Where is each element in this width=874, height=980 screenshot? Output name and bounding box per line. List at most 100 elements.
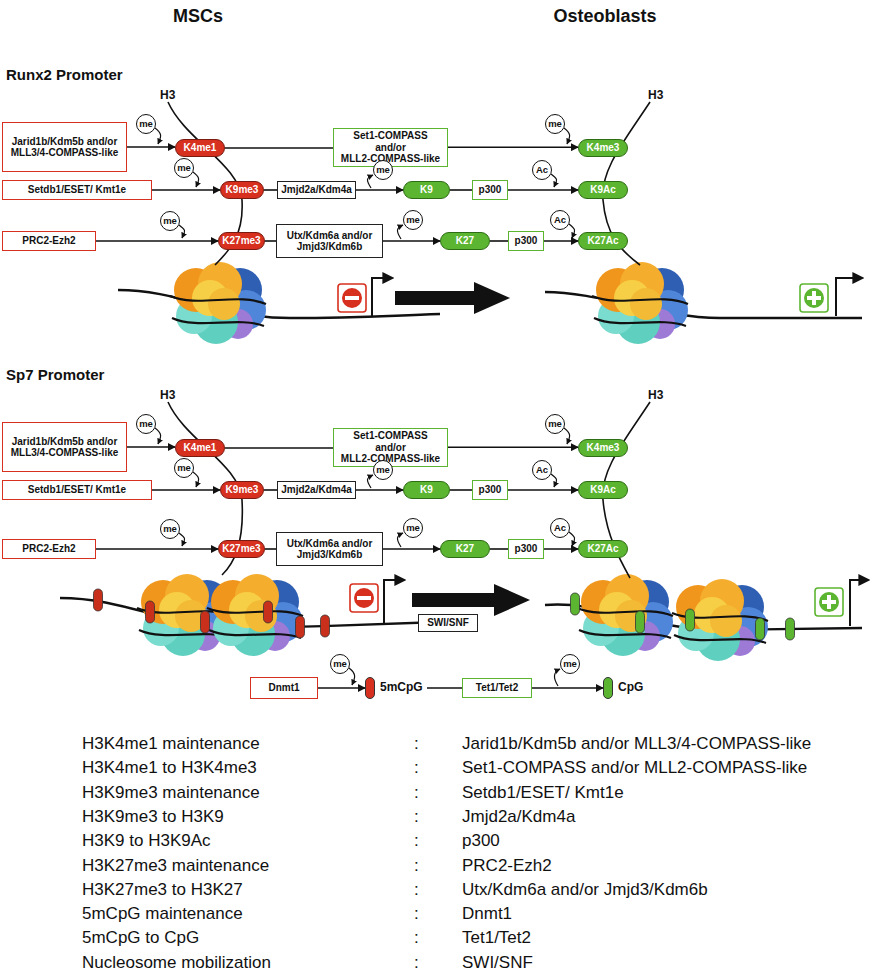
modification-curl [367,175,373,188]
histone-mark: K9me3 [220,181,264,199]
histone-core [615,600,647,632]
histone-mark: K4me3 [578,139,628,157]
modification-curl [155,128,161,144]
modification-circle: Ac [532,460,552,480]
legend-term: H3K9me3 maintenance [82,783,260,803]
node-text: me [563,659,577,670]
legend-term: 5mCpG to CpG [82,928,199,948]
cpg-mark: 5mCpG [365,676,427,700]
histone-mark: K9Ac [578,181,628,199]
modification-circle: me [136,414,156,434]
node-text: K4me3 [587,442,620,454]
node-text: K9me3 [226,484,259,496]
modification-curl [569,224,575,238]
connector [450,489,472,491]
histone-core [245,600,277,632]
modification-circle: me [545,114,565,134]
separator: : [414,904,419,924]
connector [265,240,276,242]
connector [264,489,277,491]
repressed-sign [342,288,362,308]
modification-curl [193,472,199,487]
connector [265,548,276,550]
modification-curl [554,669,560,686]
enzyme-box: PRC2-Ezh2 [2,539,96,559]
histone-label: H3 [648,388,663,402]
connector [356,189,403,191]
repressed-sign [357,596,371,600]
connector [383,548,440,550]
node-text: p300 [479,184,502,196]
dna-wrap [577,608,673,616]
dna-wrap [594,318,686,326]
node-text: K27Ac [587,235,618,247]
enzyme-box: p300 [472,480,508,500]
connector [544,240,578,242]
section-title: Runx2 Promoter [6,66,123,83]
dna-wrap [209,630,301,638]
enzyme-box: Tet1/Tet2 [462,678,532,698]
node-text: Setdb1/ESET/ Kmt1e [28,484,126,496]
enzyme-box: Jarid1b/Kdm5b and/or MLL3/4-COMPASS-like [2,422,127,472]
promoter-arrow [836,278,862,316]
histone-label: H3 [648,88,663,102]
enzyme-name: p300 [462,831,500,851]
histone-mark: K9 [403,181,450,199]
cpg-capsule [571,593,580,615]
connector [127,446,175,448]
enzyme-name: Jarid1b/Kdm5b and/or MLL3/4-COMPASS-like [462,734,811,754]
node-text: me [406,523,420,534]
modification-curl [349,668,355,685]
modification-curl [564,428,570,444]
node-text: K9 [420,184,433,196]
node-text: K9me3 [226,184,259,196]
column-header: Osteoblasts [553,6,656,27]
node-text: Ac [554,523,566,534]
modification-circle: Ac [550,210,570,230]
enzyme-box: p300 [472,180,508,200]
node-text: K9Ac [590,484,616,496]
modification-circle: me [160,211,180,231]
promoter-arrow [384,580,404,624]
modification-curl [551,474,557,487]
node-text: Utx/Kdm6a and/or Jmjd3/Kdm6b [280,230,379,253]
modification-curl [179,533,185,546]
connector [127,146,175,148]
enzyme-box: PRC2-Ezh2 [2,231,96,251]
separator: : [414,807,419,827]
nucleosome [672,579,768,661]
node-text: p300 [515,543,538,555]
repressed-sign [338,284,366,312]
node-text: me [406,215,420,226]
histone-core [710,605,742,637]
cpg-capsule [264,601,273,623]
dna-wrap [579,630,671,638]
connector [490,548,508,550]
histone-mark: K4me1 [175,139,225,157]
legend-term: 5mCpG maintenance [82,904,243,924]
cpg-capsule [94,589,103,611]
promoter-arrow [372,278,392,316]
enzyme-box: Jmjd2a/Kdm4a [277,481,356,499]
active-sign [804,288,824,308]
separator: : [414,758,419,778]
legend-term: H3K4me1 maintenance [82,734,260,754]
node-text: K4me1 [184,142,217,154]
node-text: me [548,119,562,130]
connector [448,446,578,448]
nucleosome [592,262,688,344]
node-text: Utx/Kdm6a and/or Jmjd3/Kdm6b [280,538,379,561]
transition-arrow [395,282,510,314]
modification-curl [397,225,403,239]
histone-mark: K9me3 [220,481,264,499]
cpg-capsule [146,601,155,623]
connector [448,146,578,148]
cpg-capsule [756,618,765,640]
node-text: p300 [479,484,502,496]
enzyme-box: p300 [508,231,544,251]
connector [490,240,508,242]
enzyme-box: Jarid1b/Kdm5b and/or MLL3/4-COMPASS-like [2,122,127,172]
modification-curl [397,533,403,547]
connector [225,147,333,149]
enzyme-name: Set1-COMPASS and/or MLL2-COMPASS-like [462,758,807,778]
